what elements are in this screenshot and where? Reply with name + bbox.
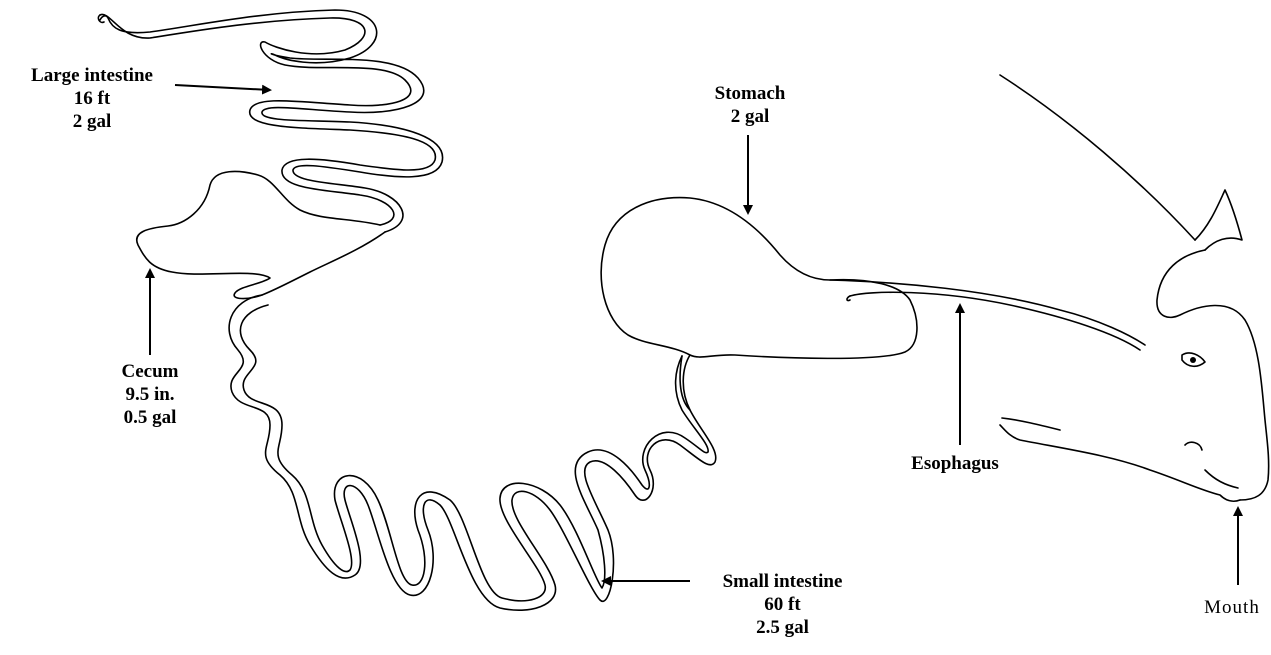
- small-intestine-label: Small intestine 60 ft 2.5 gal: [690, 570, 875, 639]
- mouth-name: Mouth: [1193, 596, 1271, 619]
- pig-head-shape: [1000, 75, 1269, 501]
- cecum-volume: 0.5 gal: [100, 406, 200, 429]
- stomach-name: Stomach: [690, 82, 810, 105]
- stomach-label: Stomach 2 gal: [690, 82, 810, 128]
- mouth-label: Mouth: [1193, 596, 1271, 619]
- cecum-name: Cecum: [100, 360, 200, 383]
- large-intestine-length: 16 ft: [12, 87, 172, 110]
- cecum-label: Cecum 9.5 in. 0.5 gal: [100, 360, 200, 429]
- esophagus-label: Esophagus: [890, 452, 1020, 475]
- cecum-length: 9.5 in.: [100, 383, 200, 406]
- small-intestine-volume: 2.5 gal: [690, 616, 875, 639]
- cecum-shape: [137, 171, 385, 298]
- stomach-shape: [601, 198, 917, 410]
- large-intestine-label: Large intestine 16 ft 2 gal: [12, 64, 172, 133]
- large-intestine-name: Large intestine: [12, 64, 172, 87]
- large-intestine-arrow: [175, 85, 270, 90]
- large-intestine-volume: 2 gal: [12, 110, 172, 133]
- small-intestine-shape: [229, 295, 716, 610]
- small-intestine-length: 60 ft: [690, 593, 875, 616]
- esophagus-shape: [830, 280, 1145, 350]
- small-intestine-name: Small intestine: [690, 570, 875, 593]
- stomach-volume: 2 gal: [690, 105, 810, 128]
- esophagus-name: Esophagus: [890, 452, 1020, 475]
